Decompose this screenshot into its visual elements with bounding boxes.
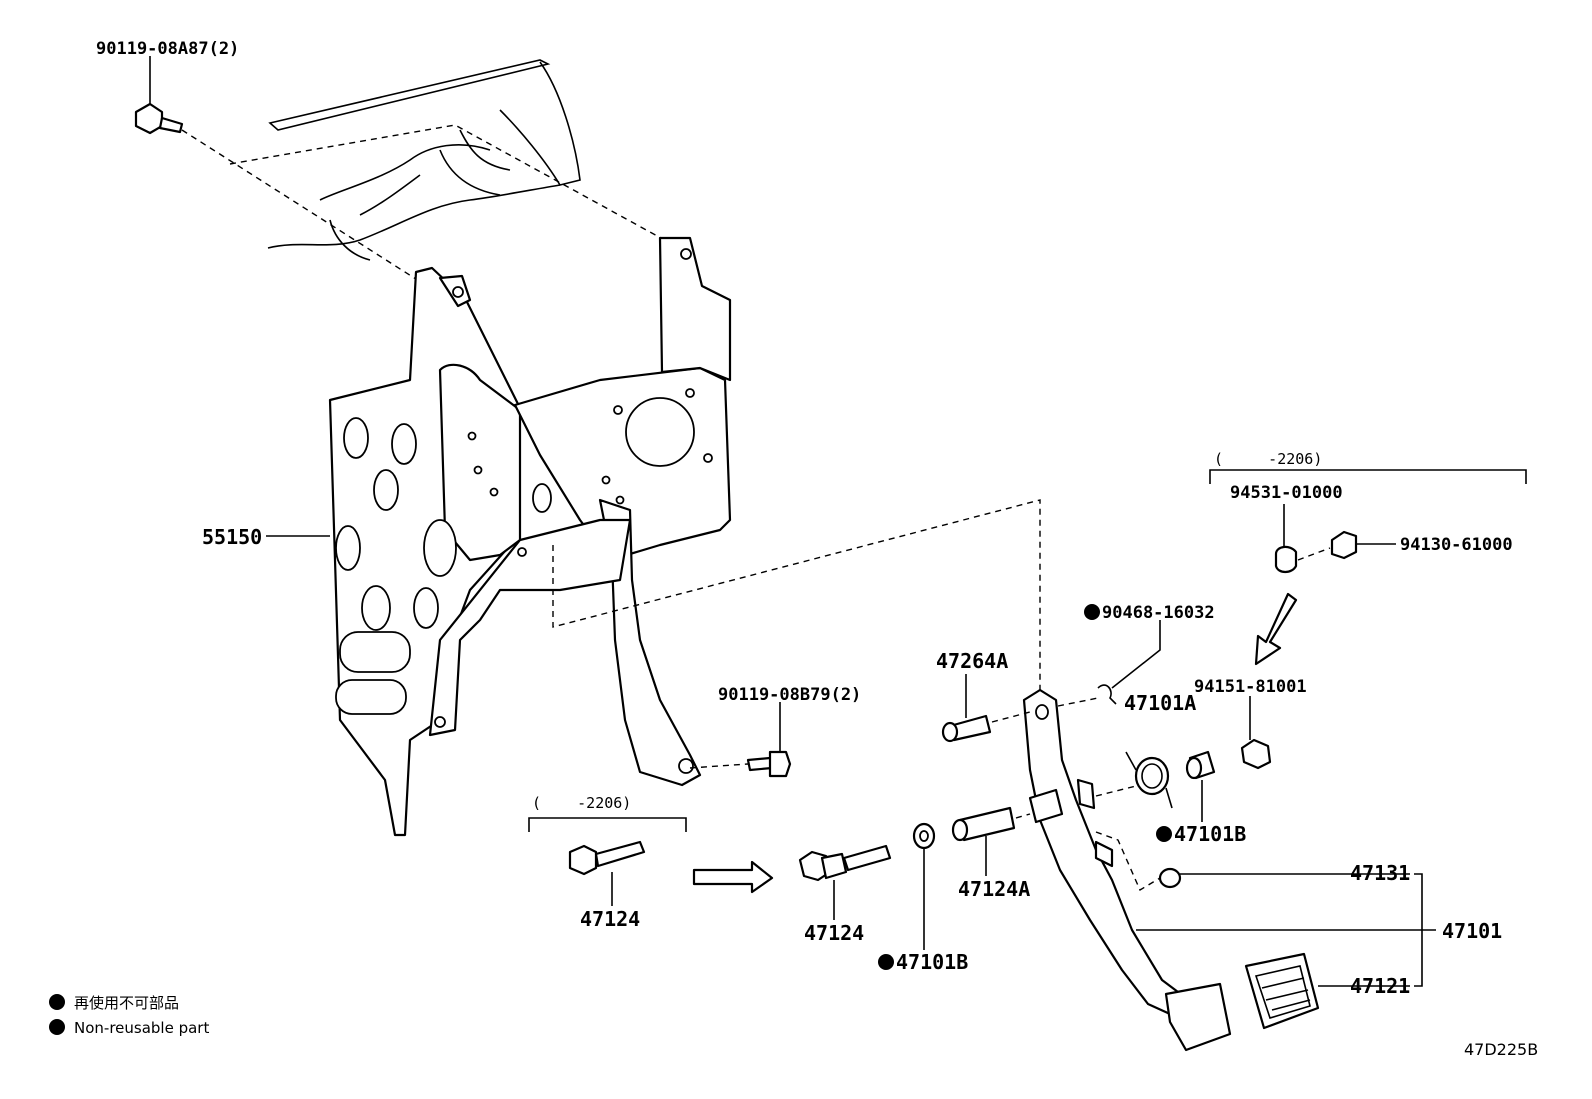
label-clip: 90468-16032	[1102, 603, 1215, 623]
new-bolt-part	[798, 844, 892, 882]
bracket-label-left: ( -2206)	[532, 794, 631, 812]
diagram-code: 47D225B	[1464, 1040, 1538, 1059]
dash-panel-outline	[267, 59, 581, 261]
label-spring: 47101A	[1124, 691, 1196, 715]
label-pad: 47121	[1350, 974, 1410, 998]
label-old-bolt: 47124	[580, 907, 640, 931]
label-pin: 47264A	[936, 649, 1008, 673]
legend-en: Non-reusable part	[74, 1019, 209, 1037]
old-bolt-part	[568, 840, 646, 876]
label-collar: 47124A	[958, 877, 1030, 901]
collar-part	[951, 806, 1016, 842]
spring-part	[1125, 751, 1173, 809]
pedal-pad-part	[1244, 952, 1320, 1030]
pin-part	[941, 714, 992, 743]
label-bush-upper: 47101B	[1174, 822, 1246, 846]
label-washer: 94531-01000	[1230, 483, 1343, 503]
leader-lines	[149, 56, 1436, 987]
label-nut: 94130-61000	[1400, 535, 1513, 555]
label-bolt-mid: 90119-08B79(2)	[718, 685, 861, 705]
label-bush-lower: 47101B	[896, 950, 968, 974]
label-bracket: 55150	[202, 525, 262, 549]
bush-lower-part	[912, 822, 936, 850]
bush-upper-part	[1185, 750, 1216, 780]
non-reusable-mark-clip	[1084, 604, 1100, 620]
left-bracket	[528, 817, 687, 832]
legend-mark-en	[49, 1019, 65, 1035]
washer-upper-part	[1240, 738, 1272, 770]
bolt-mid-part	[746, 750, 792, 778]
pedal-lever-part	[1022, 688, 1232, 1052]
label-bolt-top: 90119-08A87(2)	[96, 39, 239, 59]
nut-part	[1330, 530, 1358, 560]
clip-part	[1097, 684, 1117, 705]
label-washer-upper: 94151-81001	[1194, 677, 1307, 697]
non-reusable-mark-bush-lower	[878, 954, 894, 970]
label-stopper: 47131	[1350, 861, 1410, 885]
stopper-part	[1158, 867, 1182, 889]
supersede-arrow	[1254, 592, 1298, 666]
washer-part	[1274, 545, 1298, 574]
non-reusable-mark-bush-upper	[1156, 826, 1172, 842]
replacement-arrow	[692, 860, 774, 894]
bolt-top-part	[134, 102, 184, 135]
bracket-label-right: ( -2206)	[1214, 450, 1322, 468]
legend-jp: 再使用不可部品	[74, 994, 179, 1012]
label-pedal: 47101	[1442, 919, 1502, 943]
right-bracket	[1209, 469, 1527, 484]
label-new-bolt: 47124	[804, 921, 864, 945]
legend-mark-jp	[49, 994, 65, 1010]
pedal-bracket-part	[328, 236, 732, 837]
